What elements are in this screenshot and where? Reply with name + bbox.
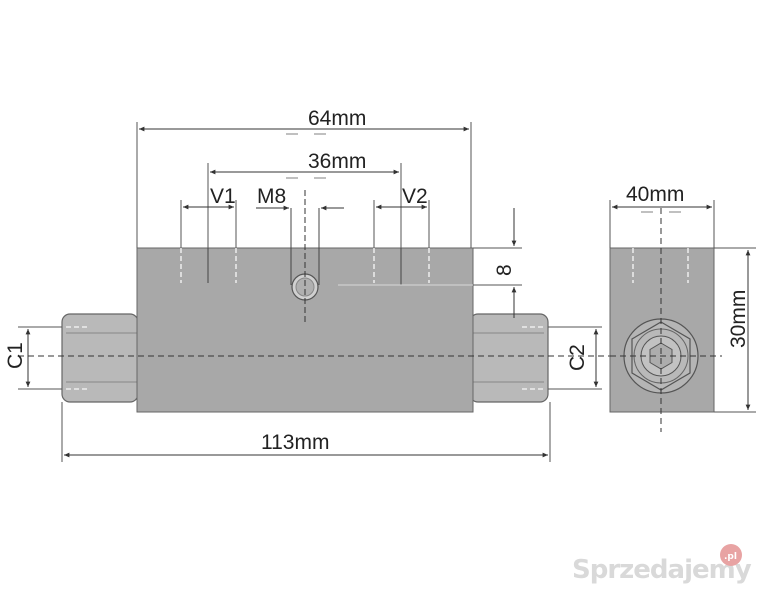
dim-64mm: 64mm [308,107,366,130]
dim-113mm: 113mm [261,431,329,454]
left-fitting [61,313,139,403]
watermark: Sprzedajemy .pl [572,544,753,585]
front-view: 64mm 36mm V1 M8 V2 8 C1 [4,107,610,462]
right-fitting [469,313,549,403]
label-v1: V1 [210,185,236,208]
label-v2: V2 [402,185,428,208]
watermark-badge: .pl [724,552,737,562]
dim-40mm: 40mm [626,183,684,206]
side-view: 40mm 30mm [609,183,756,432]
watermark-badge-icon [720,544,742,566]
label-c2: C2 [566,344,589,371]
label-m8: M8 [257,185,286,208]
dim-8: 8 [493,264,516,276]
dim-30mm: 30mm [727,290,750,348]
label-c1: C1 [4,342,27,369]
dim-36mm: 36mm [308,150,366,173]
